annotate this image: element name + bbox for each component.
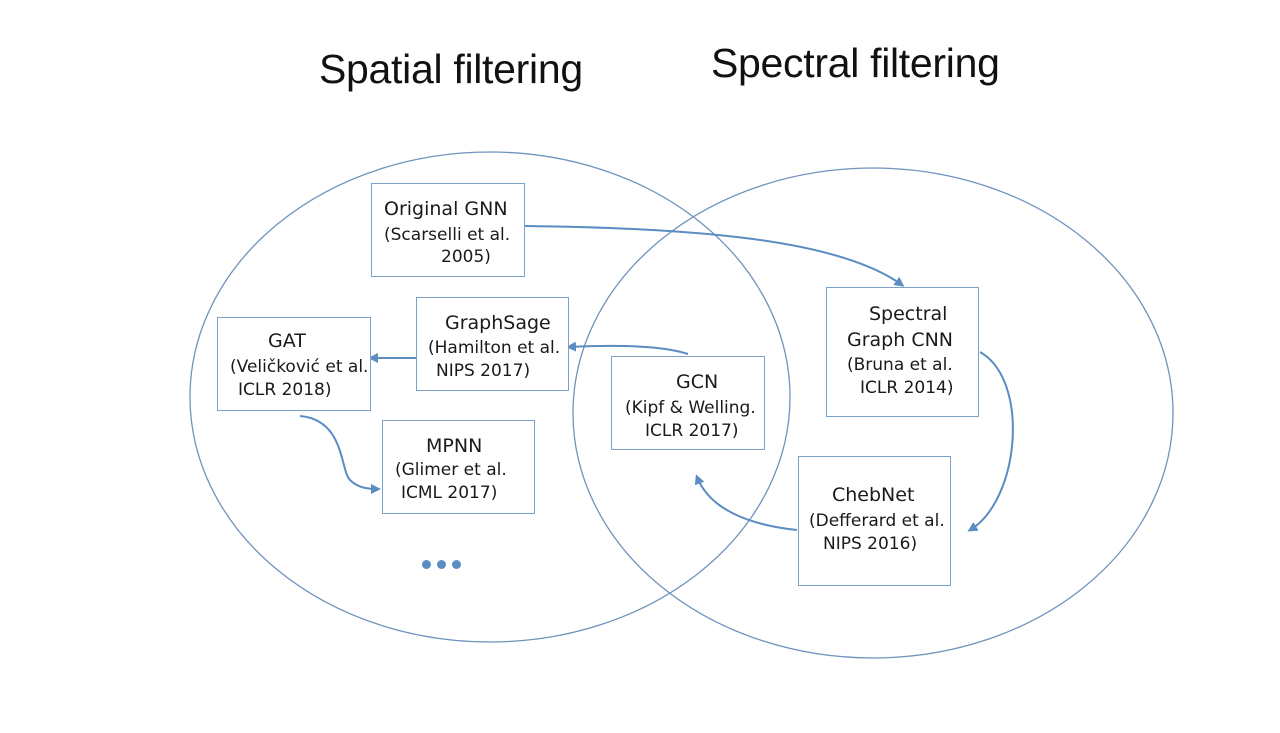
- node-name: MPNN: [426, 435, 483, 457]
- node-reference: (Bruna et al.: [847, 355, 953, 375]
- node-reference: (Veličković et al.: [230, 357, 369, 377]
- node-reference: (Hamilton et al.: [428, 338, 561, 358]
- edge-gat-to-mpnn: [299, 415, 381, 494]
- node-chebnet: ChebNet (Defferard et al. NIPS 2016): [798, 456, 951, 586]
- spectral-filtering-title: Spectral filtering: [711, 40, 1000, 86]
- node-reference: ICLR 2014): [860, 378, 954, 398]
- node-name: GAT: [268, 330, 306, 352]
- node-reference: NIPS 2016): [823, 534, 918, 554]
- edge-spectral-graph-cnn-to-chebnet: [967, 351, 1014, 532]
- node-reference: ICLR 2017): [645, 421, 739, 441]
- node-gcn: GCN (Kipf & Welling. ICLR 2017): [611, 356, 765, 450]
- node-name: GCN: [676, 371, 719, 393]
- node-original-gnn: Original GNN (Scarselli et al. 2005): [371, 183, 525, 277]
- node-reference: (Glimer et al.: [395, 460, 507, 480]
- ellipsis-dot: [452, 560, 461, 569]
- node-reference: 2005): [441, 247, 491, 267]
- node-name: ChebNet: [832, 484, 915, 506]
- ellipsis-dot: [437, 560, 446, 569]
- node-spectral-graph-cnn: Spectral Graph CNN (Bruna et al. ICLR 20…: [826, 287, 979, 417]
- node-reference: (Kipf & Welling.: [625, 398, 756, 418]
- node-reference: ICLR 2018): [238, 380, 332, 400]
- node-name: GraphSage: [445, 312, 551, 334]
- node-reference: NIPS 2017): [436, 361, 531, 381]
- node-name: Spectral: [869, 303, 948, 325]
- edge-original-gnn-to-spectral-graph-cnn: [523, 225, 905, 287]
- node-reference: ICML 2017): [401, 483, 498, 503]
- edge-gcn-to-graphsage: [566, 341, 689, 355]
- node-mpnn: MPNN (Glimer et al. ICML 2017): [382, 420, 535, 514]
- more-methods-ellipsis: [422, 560, 461, 569]
- node-reference: (Scarselli et al.: [384, 225, 511, 245]
- spatial-filtering-circle: [189, 151, 791, 643]
- ellipsis-dot: [422, 560, 431, 569]
- node-reference: (Defferard et al.: [809, 511, 945, 531]
- node-name: Graph CNN: [847, 329, 954, 351]
- node-name: Original GNN: [384, 198, 508, 220]
- node-graphsage: GraphSage (Hamilton et al. NIPS 2017): [416, 297, 569, 391]
- edge-chebnet-to-gcn: [694, 474, 798, 531]
- spatial-filtering-title: Spatial filtering: [319, 46, 583, 92]
- spectral-filtering-circle: [572, 167, 1174, 659]
- node-gat: GAT (Veličković et al. ICLR 2018): [217, 317, 371, 411]
